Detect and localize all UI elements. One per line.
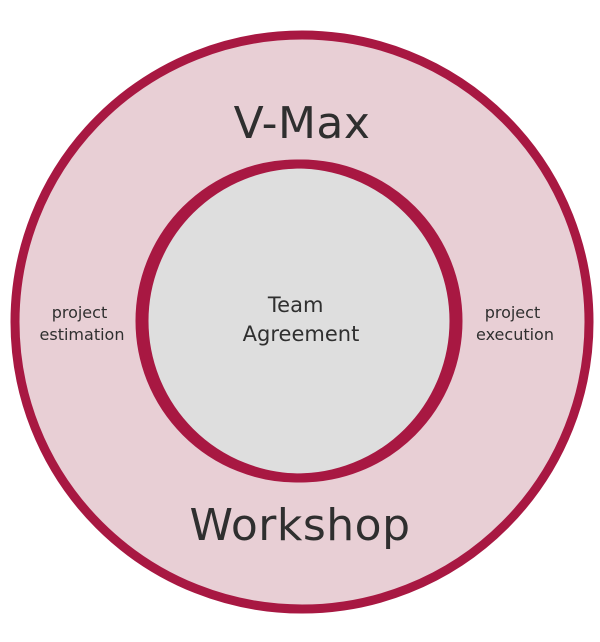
left-label: project estimation [40,303,125,344]
center-label-line-1: Team [267,293,324,317]
title-bottom: Workshop [189,500,410,551]
right-ring [139,159,463,483]
intersection-region [144,164,454,478]
center-label: Team Agreement [243,293,360,346]
left-label-line-2: estimation [40,325,125,344]
title-top: V-Max [234,98,371,149]
center-label-line-2: Agreement [243,322,360,346]
right-label: project execution [476,303,554,344]
right-label-line-2: execution [476,325,554,344]
left-label-line-1: project [52,303,108,322]
team-agreement-region [144,164,454,478]
right-label-line-1: project [485,303,541,322]
